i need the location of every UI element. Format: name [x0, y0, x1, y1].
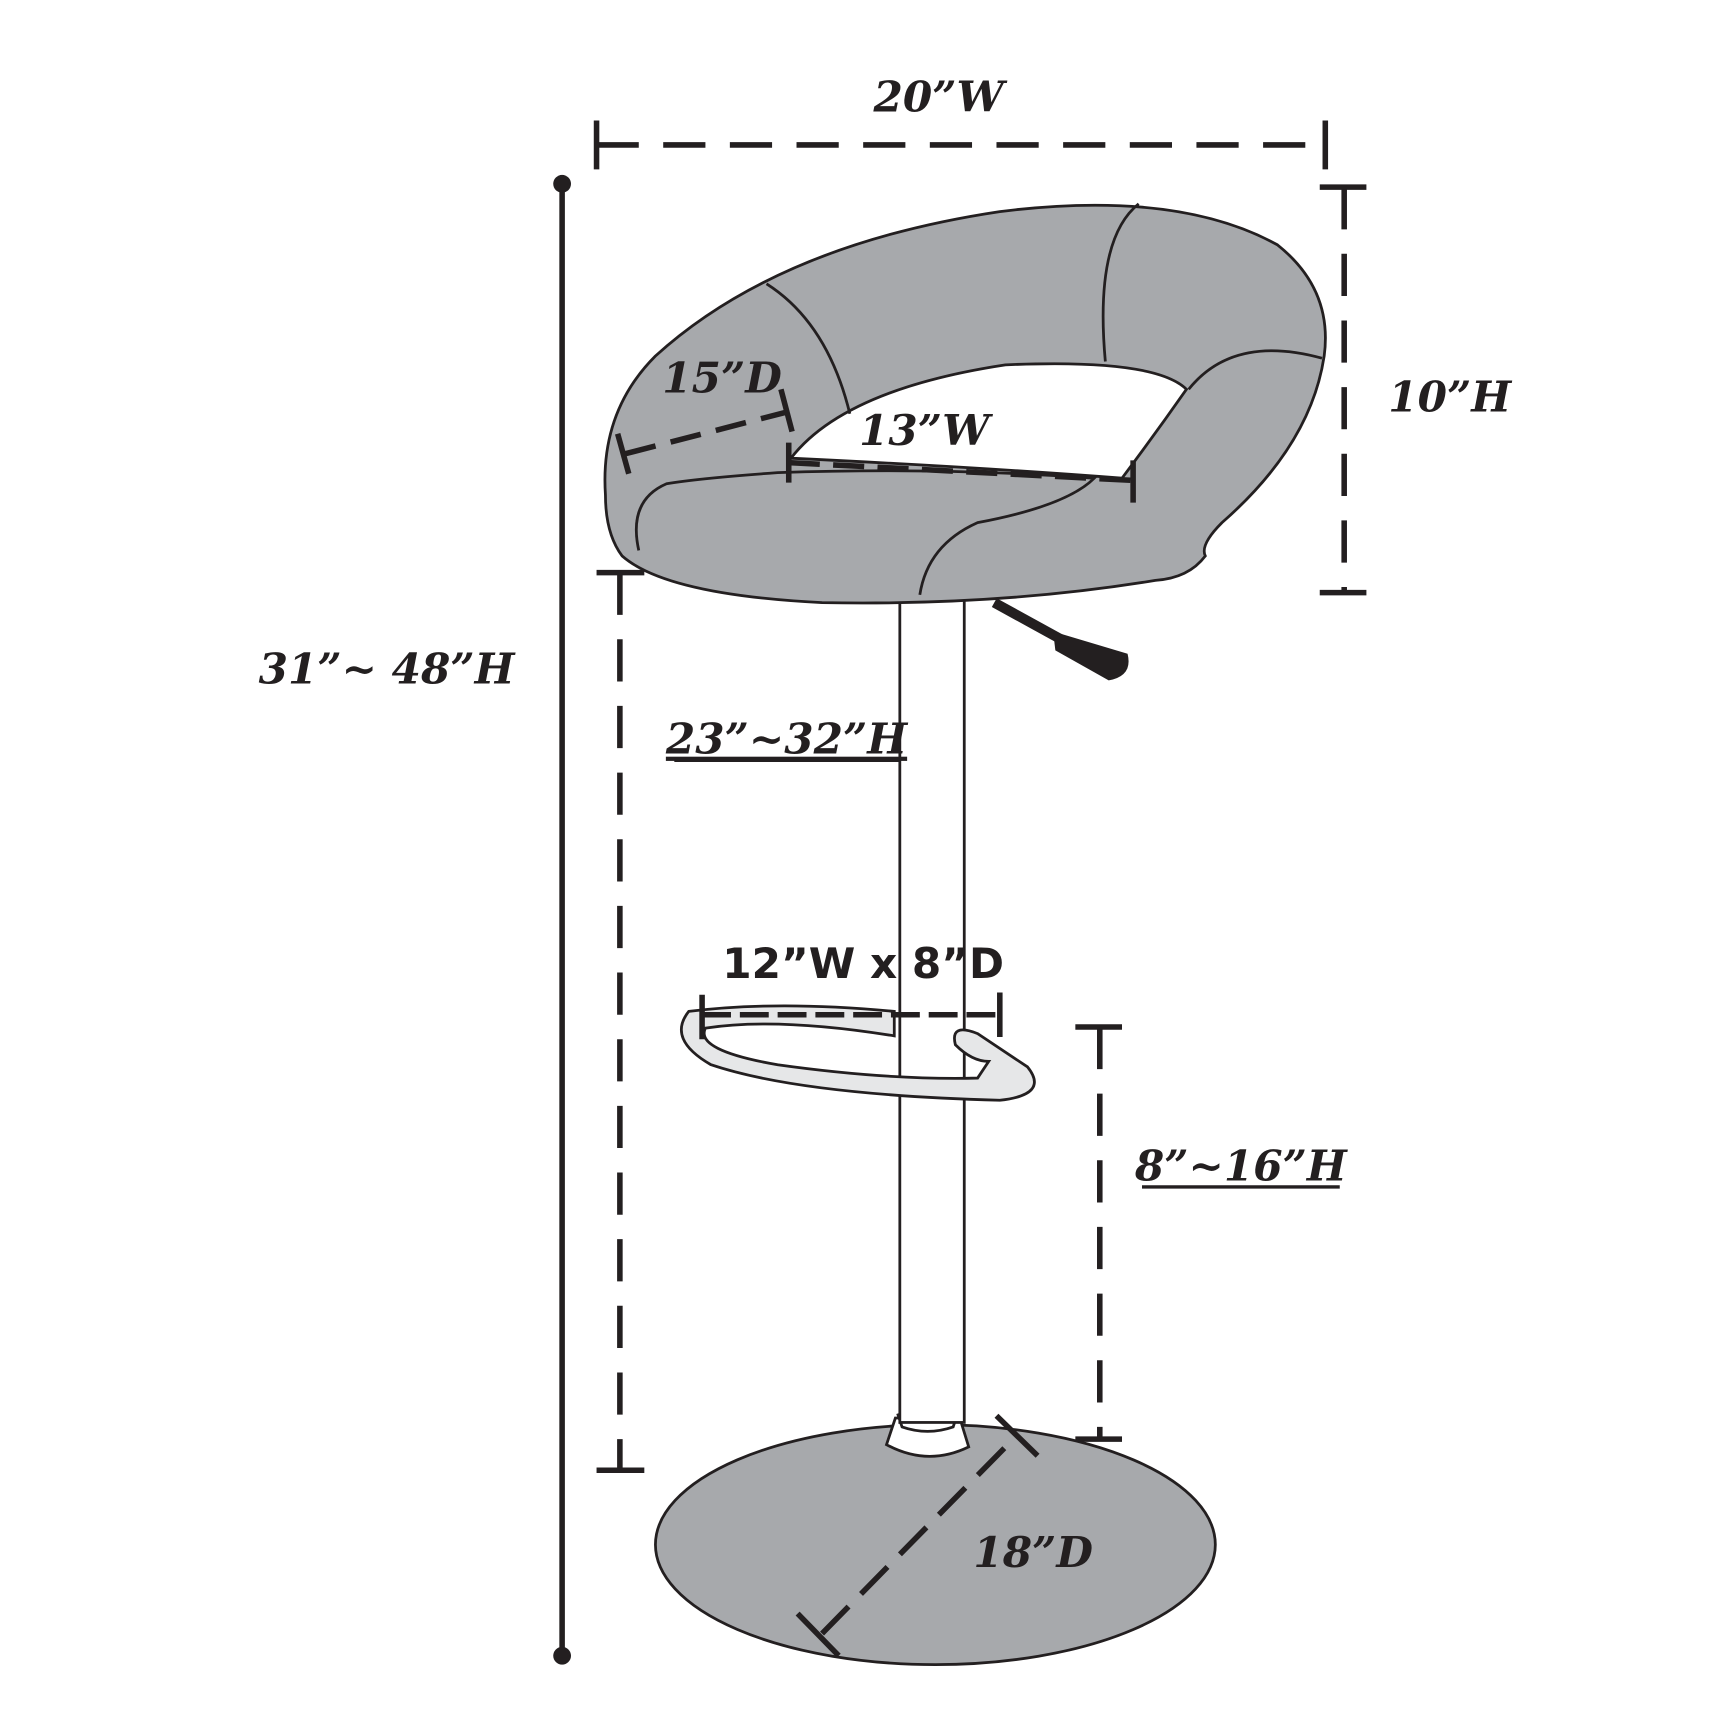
footrest-height-dimension: 8”~16”H — [1075, 1024, 1348, 1442]
seat-width-dimension: 13”W — [785, 405, 1136, 503]
back-height-label: 10”H — [1388, 372, 1512, 422]
seat-height-dimension: 23”~32”H — [596, 569, 908, 1473]
overall-height-dimension: 31”~ 48”H — [259, 174, 572, 1665]
footrest-ring — [679, 1004, 1036, 1102]
seat-depth-label: 15”D — [662, 353, 782, 403]
seat-height-label: 23”~32”H — [665, 714, 908, 764]
footrest-size-label: 12”W x 8”D — [722, 939, 1004, 988]
footrest-height-label: 8”~16”H — [1134, 1140, 1348, 1190]
seat-opening — [788, 362, 1189, 480]
base-diameter-label: 18”D — [973, 1527, 1093, 1577]
base-diameter-dimension: 18”D — [795, 1413, 1093, 1658]
stool-base — [654, 1423, 1217, 1667]
stool-pole — [898, 593, 966, 1424]
seat-depth-dimension: 15”D — [614, 353, 795, 475]
overall-width-dimension: 20”W — [593, 72, 1329, 170]
seat-width-label: 13”W — [859, 405, 993, 455]
overall-width-label: 20”W — [873, 72, 1008, 122]
footrest-size-dimension: 12”W x 8”D — [699, 939, 1004, 1040]
overall-height-label: 31”~ 48”H — [259, 644, 516, 694]
gas-lever — [991, 598, 1064, 644]
back-height-dimension: 10”H — [1319, 184, 1512, 596]
